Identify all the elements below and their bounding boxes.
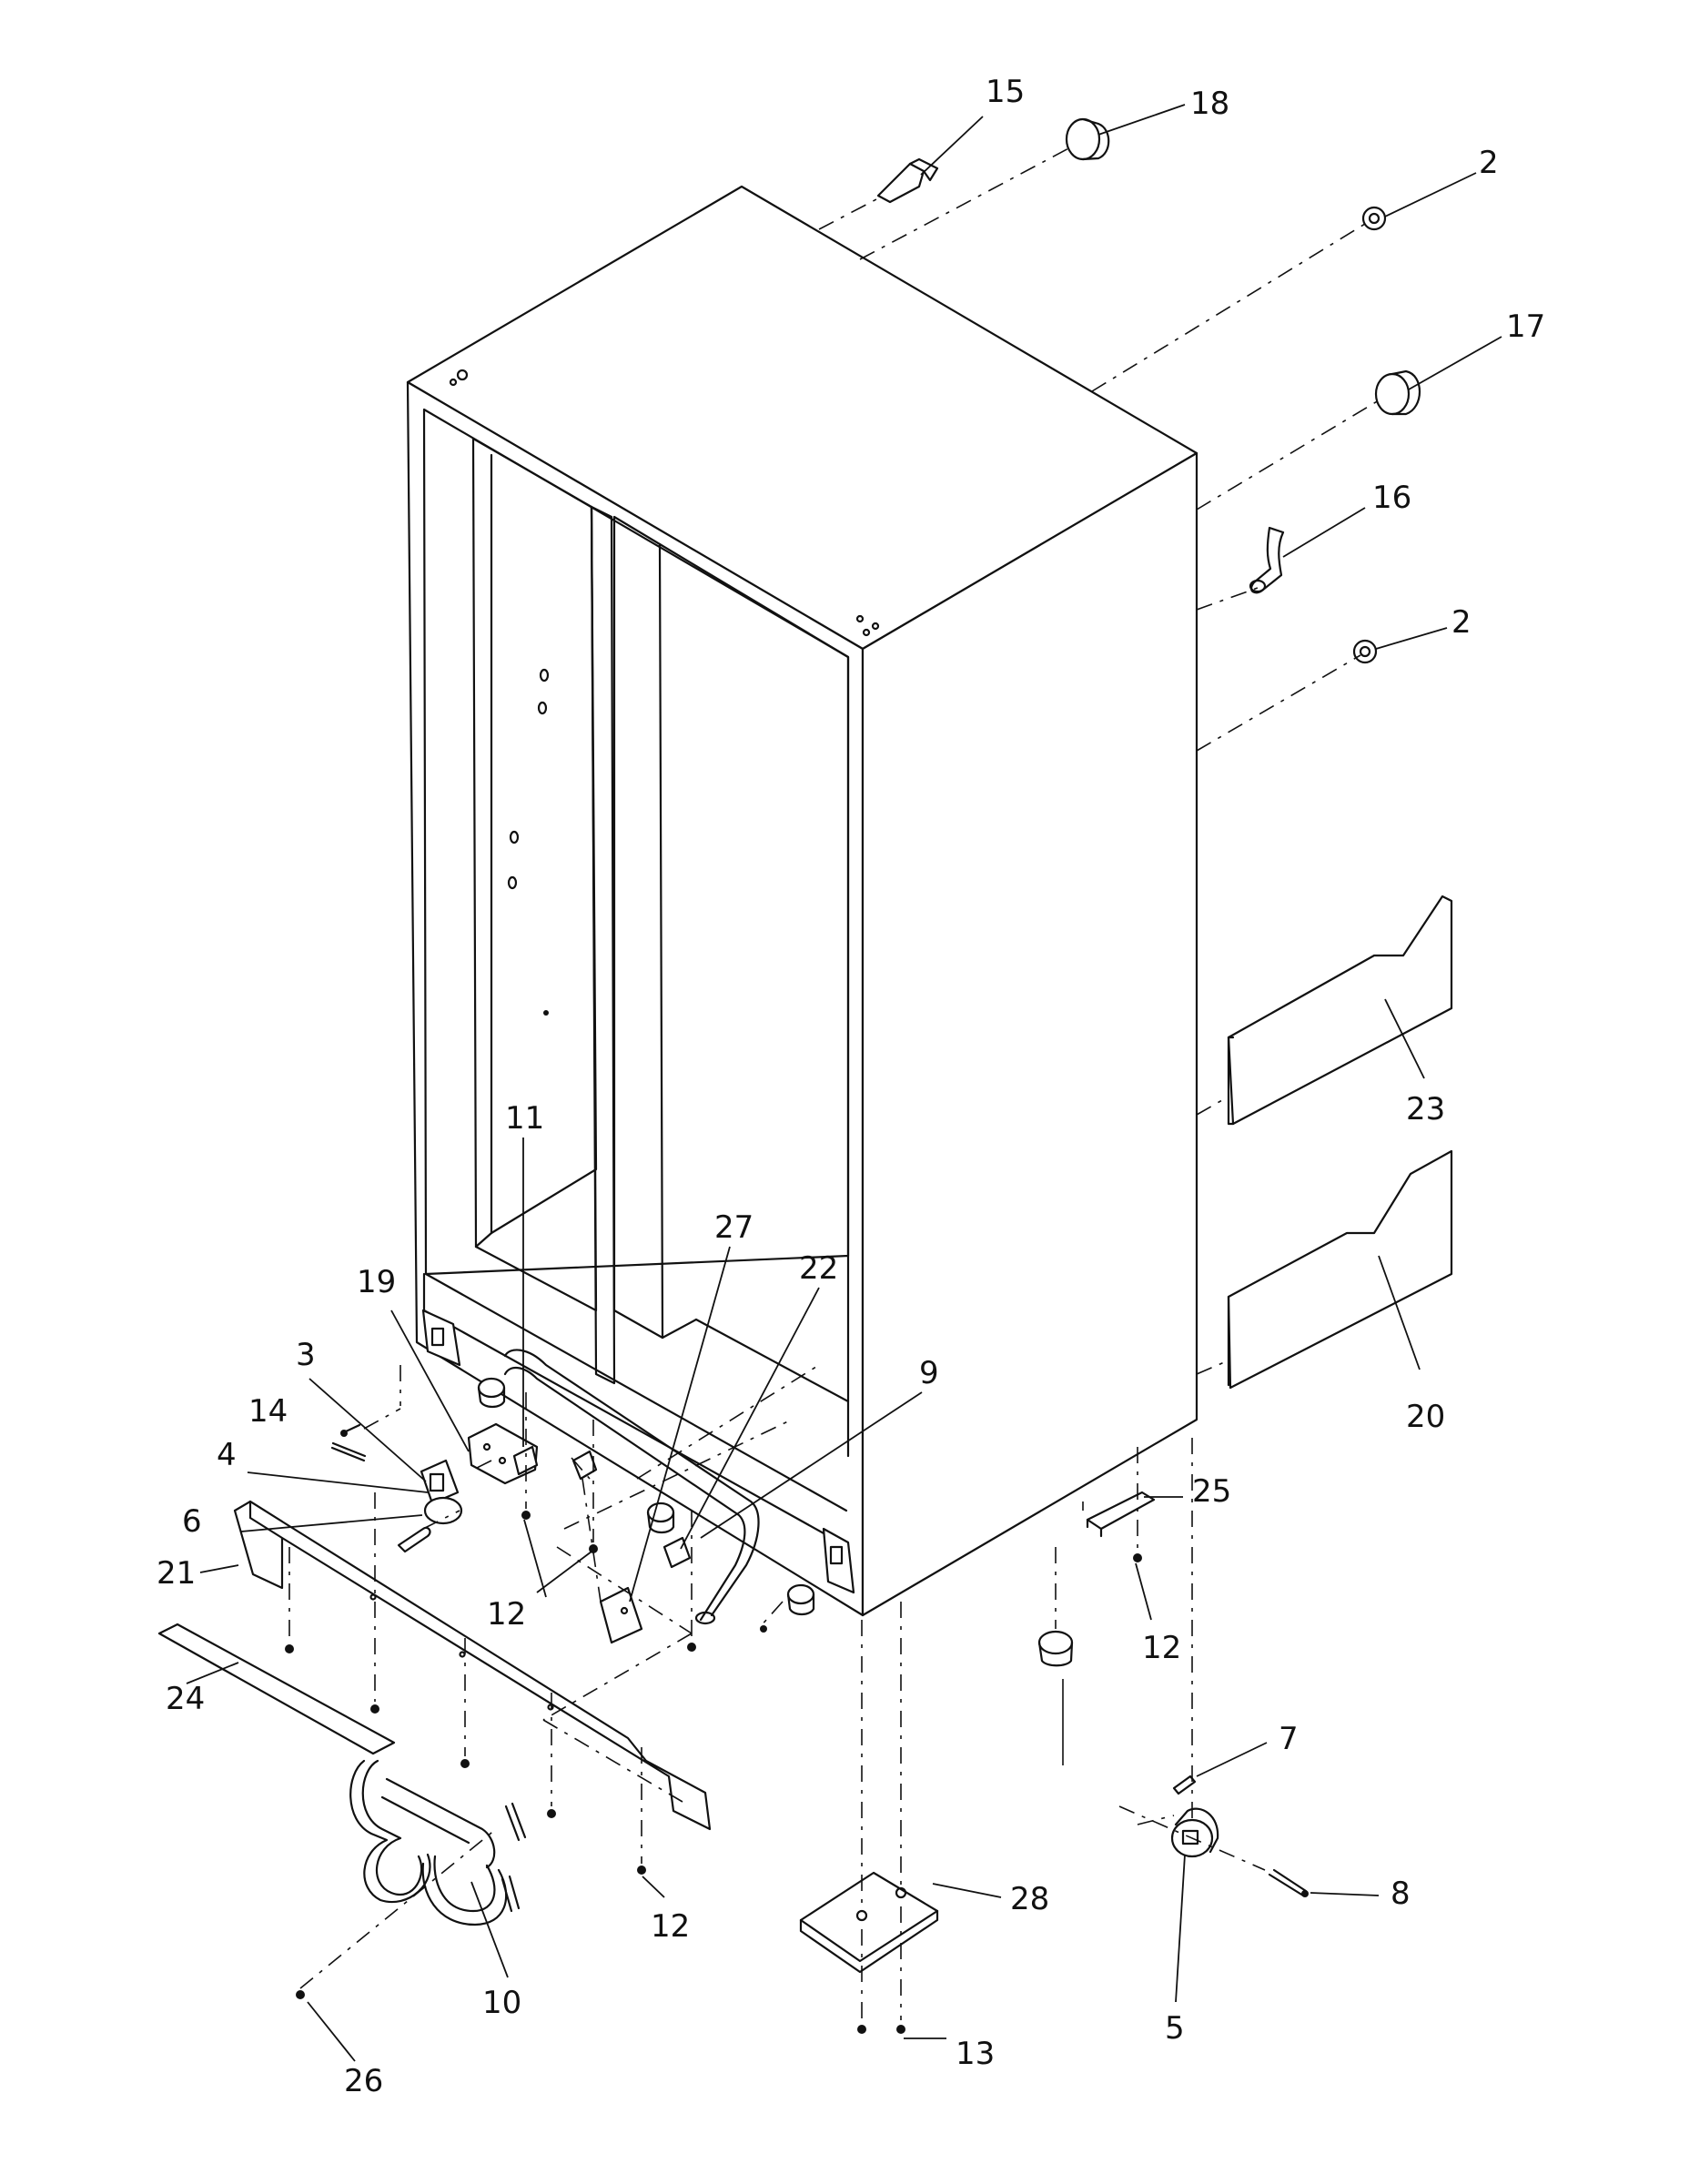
callout-6: 6 (182, 1503, 202, 1540)
part-4-relay (420, 1459, 460, 1505)
screw-13-left (857, 2025, 866, 2034)
part-23-insulation-pad (1227, 895, 1453, 1126)
callout-12-bottom: 12 (651, 1908, 690, 1945)
leveling-foot-right (1037, 1630, 1074, 1667)
callout-5: 5 (1165, 2010, 1185, 2047)
callout-8: 8 (1391, 1876, 1411, 1912)
callout-14: 14 (248, 1393, 288, 1430)
part-20-insulation-pad (1227, 1149, 1453, 1390)
callout-24: 24 (166, 1681, 205, 1717)
callout-18: 18 (1190, 86, 1229, 122)
screw-part-26 (296, 1990, 305, 1999)
callout-2-bottom: 2 (1451, 604, 1472, 641)
bracket-center-1 (571, 1450, 598, 1481)
hinge-bracket-left (421, 1309, 461, 1367)
callout-4: 4 (217, 1437, 237, 1473)
callout-numbers: 15 18 2 17 16 2 23 20 25 12 7 8 5 28 13 … (157, 74, 1545, 2099)
part-24-pad (157, 1623, 396, 1755)
part-10-hose (349, 1759, 527, 1926)
callout-10: 10 (482, 1985, 521, 2021)
callout-27: 27 (714, 1209, 753, 1246)
callout-20: 20 (1406, 1399, 1445, 1435)
part-25-bracket (1086, 1491, 1156, 1538)
callout-2-top: 2 (1479, 145, 1499, 181)
part-22-clip (662, 1536, 692, 1569)
callout-12-center: 12 (487, 1596, 526, 1633)
callout-25: 25 (1192, 1473, 1231, 1510)
callout-11: 11 (505, 1100, 544, 1137)
part-27-bracket (599, 1586, 643, 1644)
screws-part-12 (285, 1511, 767, 1875)
callout-28: 28 (1010, 1881, 1049, 1917)
pin-left (330, 1441, 367, 1462)
part-5-roller (1170, 1807, 1219, 1858)
callout-13: 13 (956, 2036, 995, 2072)
callout-19: 19 (357, 1264, 396, 1300)
callout-21: 21 (157, 1555, 196, 1592)
part-2-nut-bottom (1352, 639, 1378, 664)
leader-lines (186, 104, 1502, 2062)
part-6-cover (423, 1496, 463, 1525)
leveling-foot-left (477, 1377, 506, 1409)
part-17-plug (1374, 369, 1421, 416)
callout-3: 3 (296, 1337, 316, 1373)
callout-16: 16 (1372, 480, 1411, 516)
screw-12-right (1133, 1553, 1142, 1562)
callout-22: 22 (799, 1250, 838, 1287)
hinge-bracket-right (822, 1527, 855, 1594)
part-28-bracket (799, 1871, 939, 1974)
leveling-foot-right-front (786, 1583, 815, 1616)
clip-left (397, 1526, 431, 1553)
water-tube (503, 1349, 760, 1625)
part-14-screw (340, 1423, 361, 1437)
callout-26: 26 (344, 2063, 383, 2099)
callout-7: 7 (1279, 1721, 1299, 1757)
part-7-pin (1172, 1774, 1197, 1795)
callout-9: 9 (919, 1355, 939, 1391)
refrigerator-cabinet (406, 185, 1198, 1617)
part-18-plug (1065, 117, 1110, 161)
leveling-foot-center (646, 1502, 675, 1534)
callout-15: 15 (986, 74, 1025, 110)
part-16-drain-fitting (1249, 526, 1285, 594)
screw-13-right (896, 2025, 905, 2034)
part-2-nut-top (1361, 206, 1387, 231)
callout-17: 17 (1506, 308, 1545, 345)
callout-23: 23 (1406, 1091, 1445, 1127)
base-rail (248, 1500, 712, 1831)
part-11-bracket (512, 1445, 539, 1476)
callout-12-right: 12 (1142, 1630, 1181, 1666)
part-15-plug (876, 157, 939, 204)
part-8-axle-pin (1268, 1868, 1309, 1897)
